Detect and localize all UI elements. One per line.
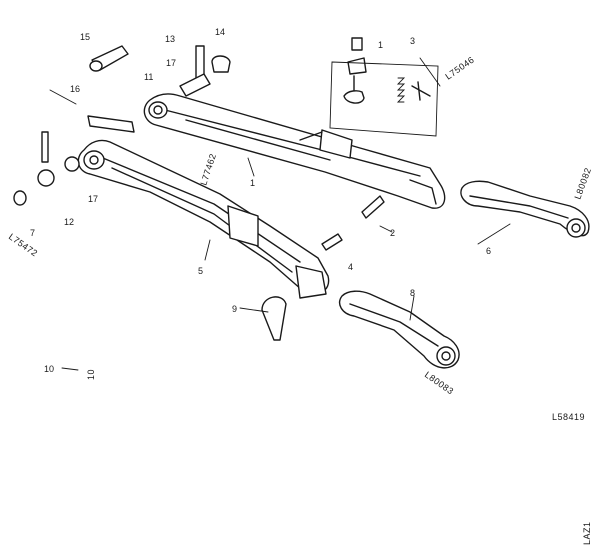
- part-number-box: L75046: [443, 54, 476, 81]
- callout-5: 5: [198, 266, 203, 276]
- clip-7: [13, 190, 27, 206]
- callout-2: 2: [390, 228, 395, 238]
- detent-assembly-group: [329, 37, 439, 137]
- part-number-corner: L58419: [552, 412, 585, 422]
- pin-11: [179, 73, 211, 97]
- part-number-bottom-right: LAZ1: [582, 521, 592, 545]
- stabilizer-link-upper: [460, 180, 590, 238]
- callout-14: 14: [215, 27, 225, 37]
- callout-12: 12: [64, 217, 74, 227]
- callout-8: 8: [410, 288, 415, 298]
- part-number-lower-link: L77462: [198, 152, 218, 187]
- clip-14: [211, 55, 231, 73]
- callout-9: 9: [232, 304, 237, 314]
- callout-6: 6: [486, 246, 491, 256]
- hook-10: [261, 296, 287, 341]
- lower-link-right-hand: [77, 139, 330, 299]
- pin-6: [361, 195, 385, 219]
- washer-2: [64, 156, 80, 172]
- callout-17-lower: 17: [88, 194, 98, 204]
- pin-15: [89, 45, 129, 72]
- leader-lines: [61, 57, 511, 371]
- callout-17-upper: 17: [166, 58, 176, 68]
- callout-7: 7: [30, 228, 35, 238]
- pin-4: [321, 233, 343, 251]
- callout-1-lower: 1: [250, 178, 255, 188]
- callout-16: 16: [70, 84, 80, 94]
- callout-15: 15: [80, 32, 90, 42]
- callout-4: 4: [348, 262, 353, 272]
- callout-labels: 15 13 14 1 3 11 17 16 1 17 12 7 2 6 4 5 …: [30, 27, 491, 374]
- callout-1-upper: 1: [378, 40, 383, 50]
- lower-link-left-hand: [143, 93, 446, 209]
- callout-13: 13: [165, 34, 175, 44]
- callout-3: 3: [410, 36, 415, 46]
- pin-13: [195, 45, 205, 79]
- part-number-right-arm: L80082: [572, 166, 593, 200]
- part-number-vertical: 10: [86, 369, 96, 380]
- part-number-labels: L75046 L77462 L75472 10 L80082 L80083 L5…: [7, 54, 593, 545]
- link-bar-17: [49, 89, 135, 133]
- stabilizer-link-lower: [338, 290, 460, 369]
- callout-10: 10: [44, 364, 54, 374]
- part-number-bottom-arm: L80083: [423, 369, 456, 396]
- pin-12: [37, 131, 55, 187]
- callout-11: 11: [144, 72, 153, 82]
